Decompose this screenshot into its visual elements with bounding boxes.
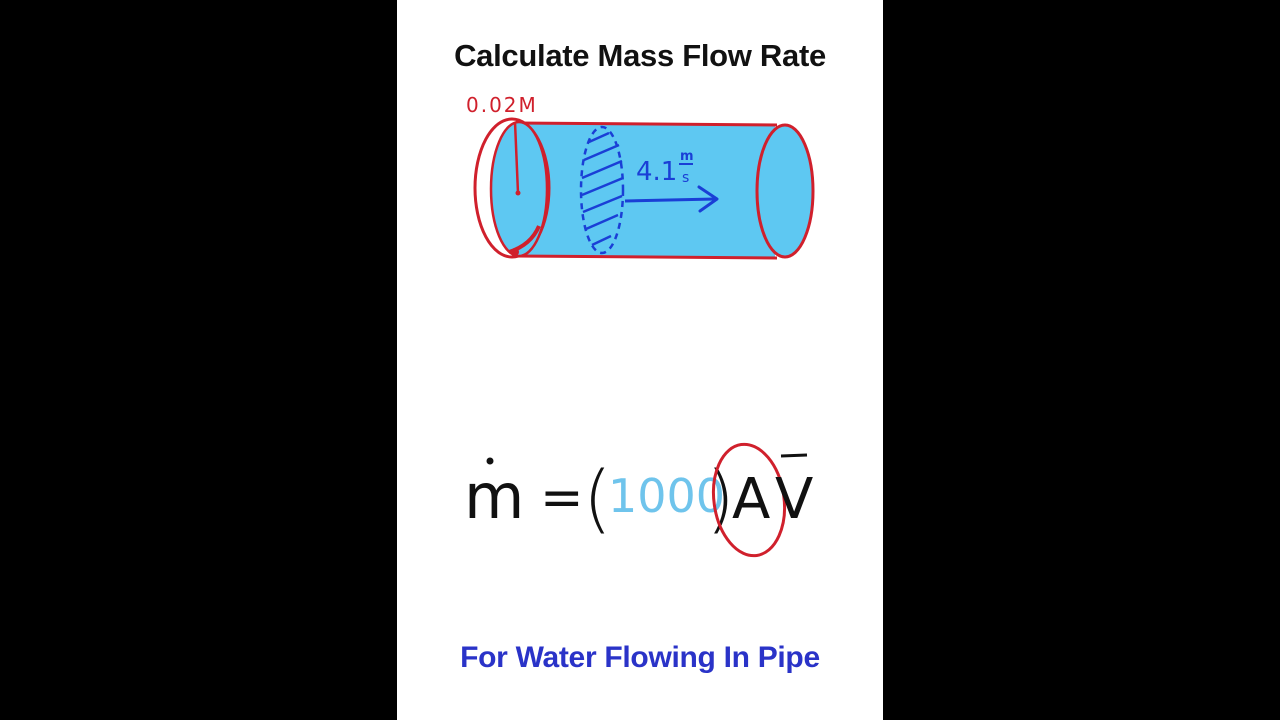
mass-flow-equation: m = ( 1000 ) A V	[464, 442, 813, 558]
pipe-bottom-edge	[514, 254, 778, 260]
velocity-symbol: V	[775, 467, 813, 532]
velocity-unit-denominator: s	[682, 170, 689, 186]
pipe-right-end	[755, 123, 815, 259]
pipe-body	[515, 123, 775, 257]
radius-line	[513, 121, 520, 194]
bottom-dot	[511, 248, 519, 256]
equation-equals: =	[540, 468, 584, 528]
page-subtitle: For Water Flowing In Pipe	[460, 641, 820, 674]
velocity-arrowhead	[697, 185, 719, 213]
velocity-unit-numerator: m	[680, 149, 694, 164]
velocity-bar	[780, 453, 808, 458]
page-title: Calculate Mass Flow Rate	[454, 38, 826, 73]
area-symbol: A	[732, 467, 770, 532]
area-circle	[711, 442, 787, 558]
mass-dot	[486, 457, 494, 465]
pipe-diagram: 0.02M 4.1 m s m = ( 1000 ) A V	[464, 93, 815, 558]
pipe-top-edge	[514, 121, 778, 127]
diameter-label: 0.02M	[466, 93, 538, 117]
equation-open-paren: (	[583, 456, 612, 542]
equation-lhs: m	[464, 460, 524, 533]
cross-section	[579, 125, 625, 255]
cross-section-hatching	[581, 131, 624, 247]
density-value: 1000	[608, 469, 725, 523]
velocity-value: 4.1	[636, 157, 677, 187]
radius-end-dot	[515, 190, 521, 196]
velocity-arrow	[624, 197, 716, 203]
content-panel: Calculate Mass Flow Rate 0.02M	[397, 0, 883, 720]
